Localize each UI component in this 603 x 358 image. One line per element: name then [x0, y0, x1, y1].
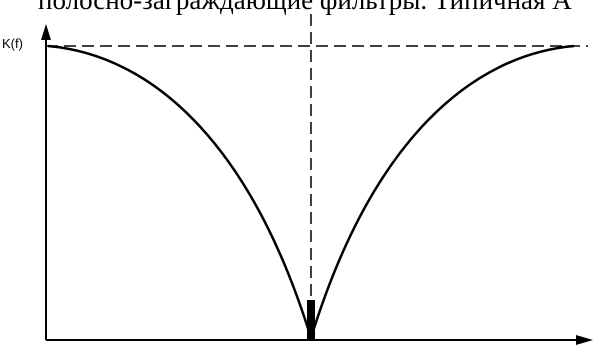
y-axis-label: K(f) [2, 36, 23, 51]
x-axis-arrowhead [576, 335, 593, 345]
notch-point [307, 300, 315, 340]
response-curve-right-branch [309, 44, 575, 339]
y-axis-arrowhead [41, 24, 51, 40]
response-curve-left-branch [47, 44, 313, 339]
cropped-text-line: полосно-заграждающие фильтры. Типичная А [38, 0, 572, 15]
